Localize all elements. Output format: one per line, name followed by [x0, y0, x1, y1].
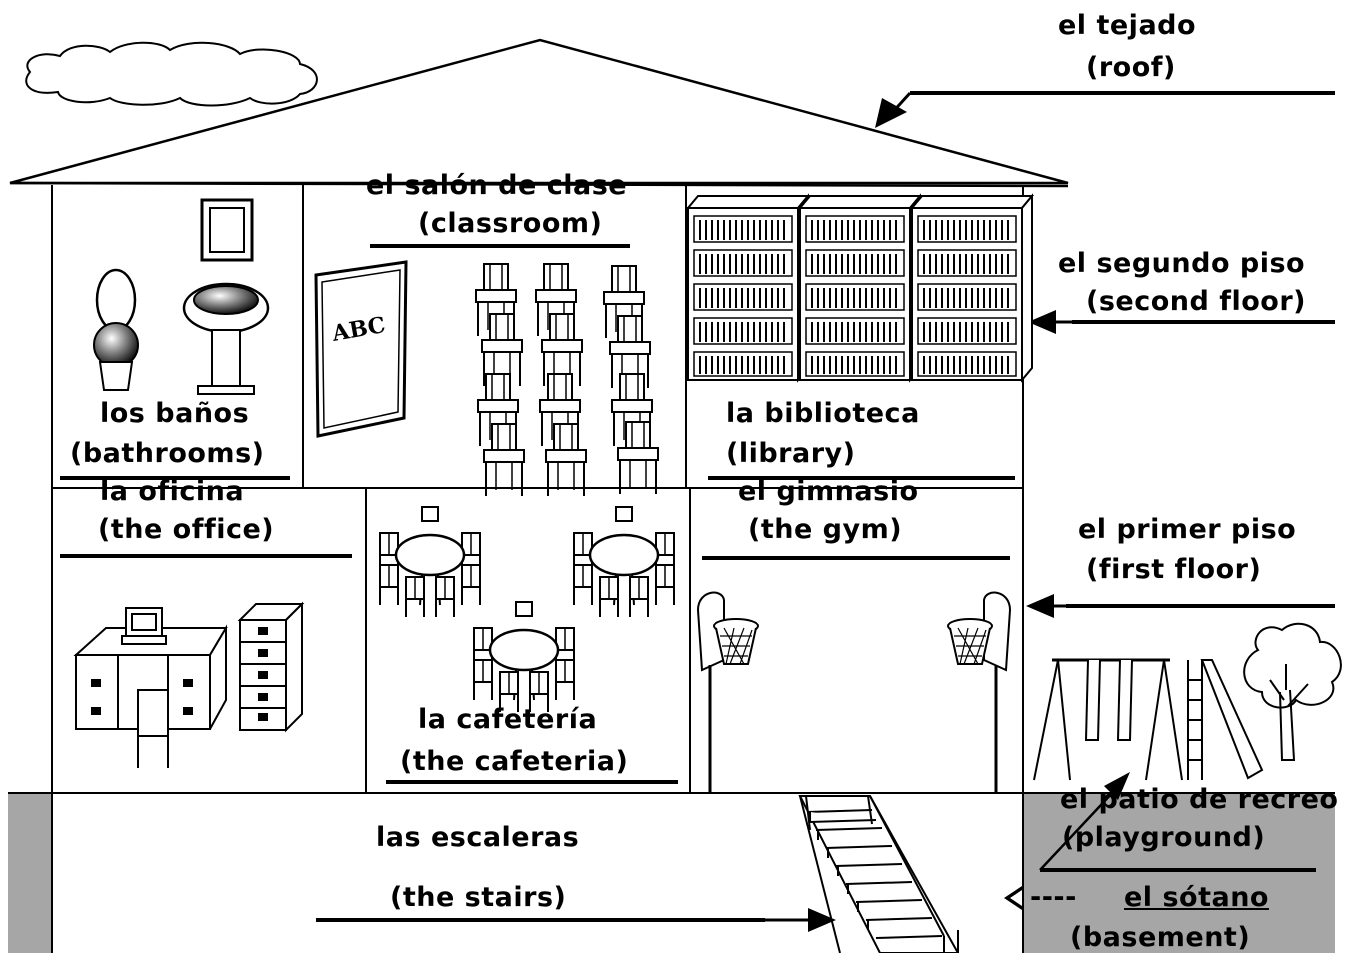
- library-label-en: (library): [726, 438, 856, 469]
- cafeteria-label-en: (the cafeteria): [400, 746, 629, 777]
- office-furniture: [73, 601, 305, 768]
- basketball-hoops: [696, 591, 1012, 793]
- second-floor-label-es: el segundo piso: [1058, 248, 1306, 279]
- roof: [9, 38, 1069, 185]
- basement-label-en: (basement): [1070, 922, 1251, 953]
- playground-equipment: [1033, 622, 1342, 781]
- classroom-label-en: (classroom): [418, 208, 603, 239]
- stairs-arrow-head: [808, 908, 836, 932]
- roof-label-es: el tejado: [1058, 10, 1197, 41]
- label-lines: [60, 244, 1316, 922]
- stairs: [798, 795, 960, 953]
- first-floor-label-es: el primer piso: [1078, 514, 1297, 545]
- bathrooms-label-es: los baños: [100, 398, 250, 429]
- chalkboard: ABC: [314, 260, 408, 438]
- stairs-label-es: las escaleras: [376, 822, 580, 853]
- basement-dashes: ----: [1030, 882, 1077, 913]
- gym-label-en: (the gym): [748, 514, 903, 545]
- stairs-label-en: (the stairs): [390, 882, 567, 913]
- cloud: [25, 41, 318, 107]
- office-label-es: la oficina: [100, 476, 245, 507]
- first-floor-arrow-head: [1026, 594, 1054, 618]
- library-label-es: la biblioteca: [726, 398, 920, 429]
- cafeteria-tables: [380, 507, 674, 712]
- roof-arrow-head: [875, 98, 907, 128]
- first-floor-label-en: (first floor): [1086, 554, 1262, 585]
- classroom-label-es: el salón de clase: [366, 170, 628, 201]
- basement-fill-left: [8, 793, 52, 953]
- office-label-en: (the office): [98, 514, 275, 545]
- basement-fill-right: [1023, 793, 1335, 953]
- classroom-desks: [475, 263, 659, 497]
- basement-label-es: el sótano: [1124, 882, 1269, 913]
- bathroom-fixtures: [93, 198, 270, 395]
- playground-arrow-head: [1104, 772, 1130, 800]
- roof-label-en: (roof): [1086, 52, 1176, 83]
- second-floor-label-en: (second floor): [1086, 286, 1306, 317]
- library-bookshelves: [687, 195, 1033, 381]
- bathrooms-label-en: (bathrooms): [70, 438, 265, 469]
- cafeteria-label-es: la cafetería: [418, 704, 598, 735]
- playground-label-es: el patio de recreo: [1060, 784, 1339, 815]
- playground-label-en: (playground): [1062, 822, 1266, 853]
- gym-label-es: el gimnasio: [738, 476, 919, 507]
- second-floor-arrow-head: [1028, 310, 1056, 334]
